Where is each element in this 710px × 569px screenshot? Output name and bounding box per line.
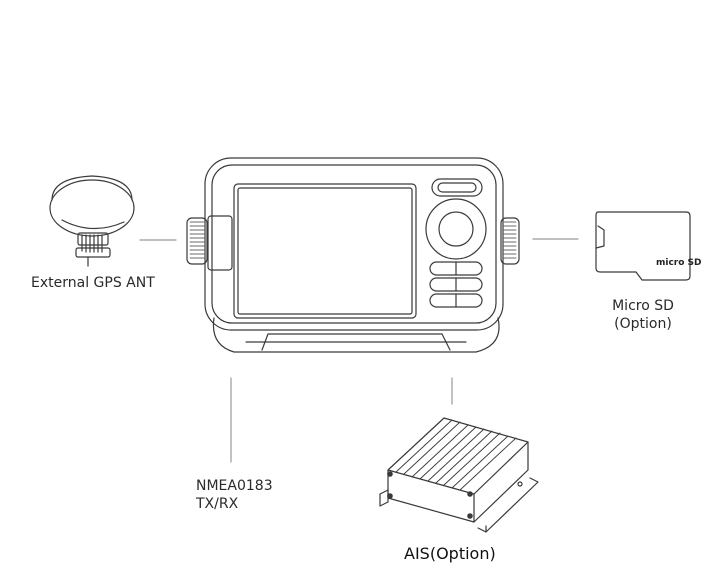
chartplotter-device-icon <box>186 157 520 353</box>
connector-lines <box>139 238 579 463</box>
micro-sd-label-line1: Micro SD <box>612 298 674 314</box>
nmea-label-line1: NMEA0183 <box>196 478 273 494</box>
micro-sd-logo: micro SD <box>656 258 702 268</box>
ais-module-icon <box>379 417 539 533</box>
micro-sd-card-icon <box>595 211 691 281</box>
gps-antenna-label: External GPS ANT <box>31 275 155 291</box>
micro-sd-label-line2: (Option) <box>614 316 672 332</box>
micro-sd-label: Micro SD (Option) <box>605 297 681 333</box>
gps-antenna-icon <box>49 175 135 267</box>
nmea-label: NMEA0183 TX/RX <box>196 477 273 513</box>
ais-label: AIS(Option) <box>404 544 496 563</box>
nmea-label-line2: TX/RX <box>196 496 239 512</box>
